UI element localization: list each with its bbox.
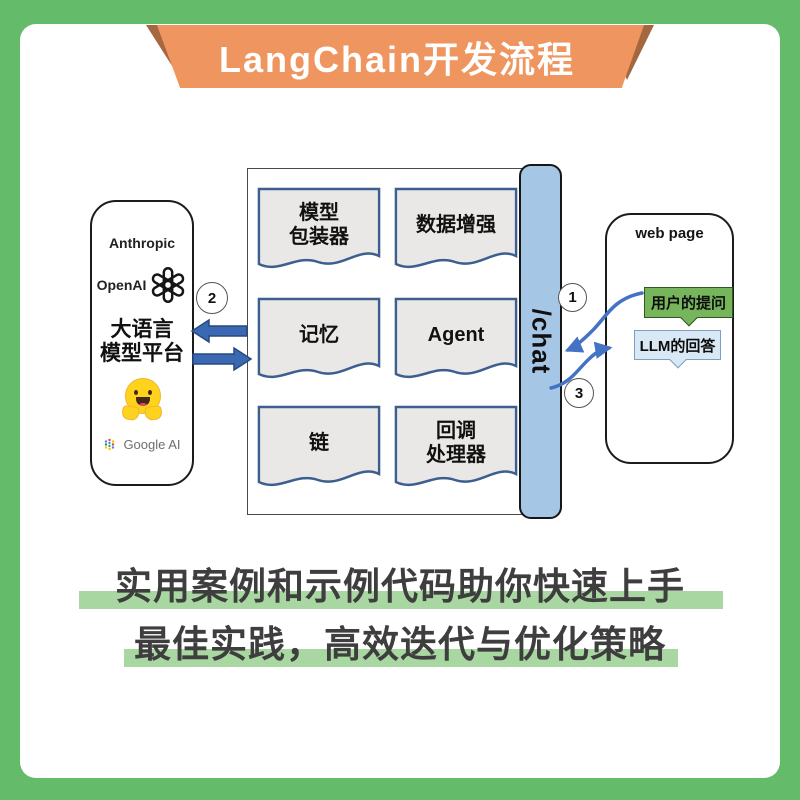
google-ai-logo-icon: [105, 438, 115, 451]
langchain-modules-box: 模型 包装器 数据增强 记忆 Agent: [247, 168, 533, 515]
huggingface-icon: [120, 378, 164, 422]
document-shape-icon: [257, 297, 381, 379]
step-2-number: 2: [207, 289, 217, 307]
step-1-number: 1: [568, 289, 577, 306]
module-label-line: 记忆: [299, 324, 339, 346]
anthropic-label: Anthropic: [108, 235, 176, 251]
module-card-agent: Agent: [393, 296, 519, 388]
caption-text-1: 实用案例和示例代码助你快速上手: [115, 566, 685, 607]
module-card-callback-handler: 回调 处理器: [393, 404, 519, 496]
step-3-badge: 3: [564, 378, 594, 408]
platform-title-line2: 模型平台: [100, 342, 184, 365]
module-label: 模型 包装器: [256, 186, 382, 264]
caption-row-1: 实用案例和示例代码助你快速上手: [0, 556, 800, 610]
module-card-memory: 记忆: [256, 296, 382, 388]
module-label-line: 链: [309, 432, 329, 454]
web-page-title: web page: [635, 225, 704, 242]
document-shape-icon: [257, 405, 381, 487]
title-banner: LangChain开发流程: [0, 0, 800, 100]
arrow-right-icon: [192, 346, 253, 372]
openai-row: OpenAI: [92, 266, 192, 304]
langchain-flow-diagram: Anthropic OpenAI 大语言 模型平台: [90, 164, 734, 519]
platform-title-line1: 大语言: [110, 318, 174, 341]
module-label-line: 模型: [299, 202, 339, 224]
module-card-data-augmentation: 数据增强: [393, 186, 519, 278]
page-title: LangChain开发流程: [219, 38, 575, 80]
openai-logo-icon: [152, 267, 185, 303]
caption-row-2: 最佳实践，高效迭代与优化策略: [0, 614, 800, 668]
caption-block: 实用案例和示例代码助你快速上手 最佳实践，高效迭代与优化策略: [0, 556, 800, 672]
google-ai-row: Google AI: [92, 436, 192, 452]
step-1-badge: 1: [558, 283, 587, 312]
module-label: 数据增强: [393, 186, 519, 264]
llm-answer-label: LLM的回答: [639, 337, 716, 355]
module-label-line: Agent: [427, 324, 485, 346]
document-shape-icon: [257, 187, 381, 269]
step-2-badge: 2: [196, 282, 228, 314]
document-shape-icon: [394, 187, 518, 269]
document-shape-icon: [394, 297, 518, 379]
caption-line-2: 最佳实践，高效迭代与优化策略: [124, 614, 678, 668]
llm-platform-panel: Anthropic OpenAI 大语言 模型平台: [90, 200, 194, 486]
chat-endpoint-label: /chat: [526, 308, 556, 375]
caption-text-2: 最佳实践，高效迭代与优化策略: [134, 624, 666, 665]
module-card-chain: 链: [256, 404, 382, 496]
module-label: 记忆: [256, 296, 382, 374]
module-label: 链: [256, 404, 382, 482]
module-label-line: 包装器: [289, 226, 349, 248]
user-question-label: 用户的提问: [650, 295, 726, 312]
ribbon-band: LangChain开发流程: [156, 25, 644, 88]
chat-endpoint-bar: /chat: [519, 164, 562, 519]
user-question-box: 用户的提问: [644, 287, 733, 327]
platform-title: 大语言 模型平台: [92, 318, 192, 366]
module-label: 回调 处理器: [393, 404, 519, 482]
module-label: Agent: [393, 296, 519, 374]
module-card-model-wrapper: 模型 包装器: [256, 186, 382, 278]
step-3-number: 3: [574, 384, 584, 402]
web-page-panel: web page 用户的提问 LLM的回答: [605, 213, 734, 464]
module-label-line: 处理器: [426, 444, 486, 466]
block-arrows: [190, 318, 253, 372]
document-shape-icon: [394, 405, 518, 487]
caption-line-1: 实用案例和示例代码助你快速上手: [79, 556, 723, 610]
openai-label: OpenAI: [96, 277, 147, 293]
module-label-line: 回调: [436, 420, 476, 442]
module-label-line: 数据增强: [416, 214, 496, 236]
arrow-left-icon: [190, 318, 248, 344]
llm-answer-box: LLM的回答: [634, 330, 721, 369]
google-ai-label: Google AI: [123, 436, 181, 452]
